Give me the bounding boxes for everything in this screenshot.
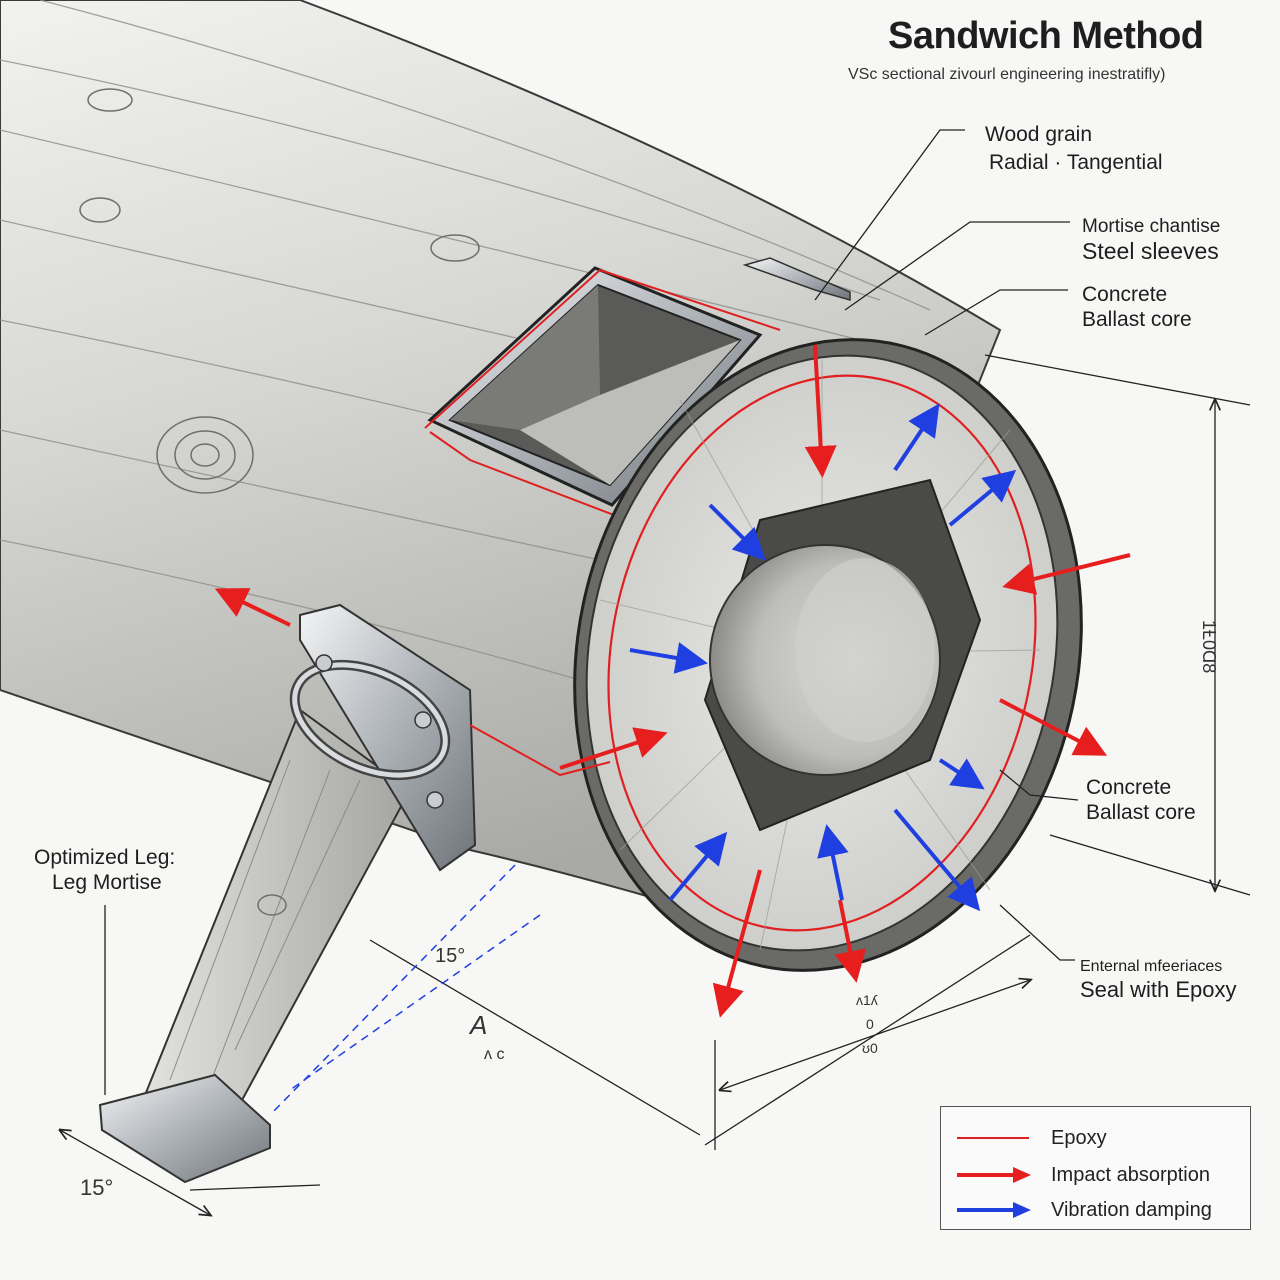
dimension-bottom-c: ʊ0 [862, 1040, 878, 1056]
impact-arrow-icon [957, 1167, 1031, 1183]
impact-arrow [999, 698, 1108, 756]
legend-item-epoxy: Epoxy [955, 1123, 1107, 1153]
impact-arrow [834, 899, 866, 983]
callout-wood-grain: Wood grain Radial · Tangential [985, 123, 1163, 176]
callout-mortise: Mortise chantise Steel sleeves [1082, 216, 1220, 266]
callout-leaders [104, 129, 1079, 1095]
vibration-arrow [893, 403, 940, 472]
legend-label-epoxy: Epoxy [1051, 1126, 1107, 1149]
leg-mortise-bracket [289, 603, 477, 872]
callout-mortise-line2: Steel sleeves [1082, 238, 1219, 265]
impact-arrow [804, 344, 837, 478]
vibration-damping-arrows [629, 403, 1017, 912]
callout-wood-grain-line2: Radial · Tangential [989, 150, 1163, 174]
legend: Epoxy Impact absorption Vibration dampin… [940, 1106, 1251, 1230]
callout-leg-line1: Optimized Leg: [34, 846, 176, 869]
legend-item-vibration: Vibration damping [955, 1195, 1212, 1225]
impact-arrow [1002, 553, 1131, 595]
epoxy-line-icon [957, 1137, 1029, 1139]
callout-ballast-top-line2: Ballast core [1082, 307, 1192, 331]
callout-ballast-top: Concrete Ballast core [1082, 283, 1192, 333]
impact-arrow [214, 588, 291, 627]
epoxy-ring [607, 374, 1037, 932]
vibration-arrow [629, 642, 708, 674]
leg-epoxy-line [469, 724, 611, 777]
dimension-bottom-b: 0 [866, 1016, 874, 1032]
callout-wood-grain-line1: Wood grain [985, 123, 1093, 146]
dimension-vertical-label: 1Ƚ0Ɑ8 [1199, 620, 1220, 674]
callout-external: Enternal mfeeriaces Seal with Epoxy [1080, 958, 1237, 1003]
diagram-title: Sandwich Method [888, 15, 1204, 57]
leg-dimension-mark-a: A [470, 1010, 488, 1040]
vibration-arrow [668, 831, 728, 902]
legend-item-impact: Impact absorption [955, 1160, 1210, 1190]
callout-ballast-right: Concrete Ballast core [1086, 776, 1196, 826]
vibration-arrow [708, 503, 766, 561]
vibration-arrow-icon [957, 1202, 1031, 1218]
dimension-bottom-a: ʌ1ʎ [856, 992, 878, 1008]
mortise-pocket [427, 266, 763, 507]
callout-ballast-top-line1: Concrete [1082, 283, 1168, 306]
dimension-lines [60, 354, 1251, 1215]
callout-external-line2: Seal with Epoxy [1080, 976, 1237, 1002]
callout-mortise-line1: Mortise chantise [1082, 216, 1221, 237]
dimension-angle-upper: 15° [435, 945, 466, 967]
diagram-subtitle: VSc sectional zivourl engineering inestr… [848, 66, 1166, 83]
vibration-arrow [948, 469, 1017, 527]
vibration-arrow [938, 758, 985, 790]
leg-dimension-mark-b: ʌ c [484, 1046, 505, 1063]
dimension-angle-lower: 15° [80, 1175, 114, 1200]
vibration-arrow [893, 808, 981, 912]
impact-arrow [559, 727, 668, 770]
callout-leg: Optimized Leg: Leg Mortise [34, 846, 175, 896]
legend-label-impact: Impact absorption [1051, 1163, 1210, 1186]
callout-ballast-right-line2: Ballast core [1086, 800, 1196, 824]
top-strap [742, 257, 851, 301]
callout-ballast-right-line1: Concrete [1086, 776, 1172, 799]
mortise-epoxy-line [424, 268, 781, 526]
impact-absorption-arrows [214, 344, 1131, 1018]
wood-knots [79, 88, 480, 494]
legend-label-vibration: Vibration damping [1051, 1198, 1212, 1221]
callout-leg-line2: Leg Mortise [52, 870, 162, 894]
vibration-arrow [817, 824, 849, 901]
angle-construction-lines [269, 864, 541, 1116]
callout-external-line1: Enternal mfeeriaces [1080, 958, 1223, 975]
optimized-leg [98, 708, 412, 1184]
